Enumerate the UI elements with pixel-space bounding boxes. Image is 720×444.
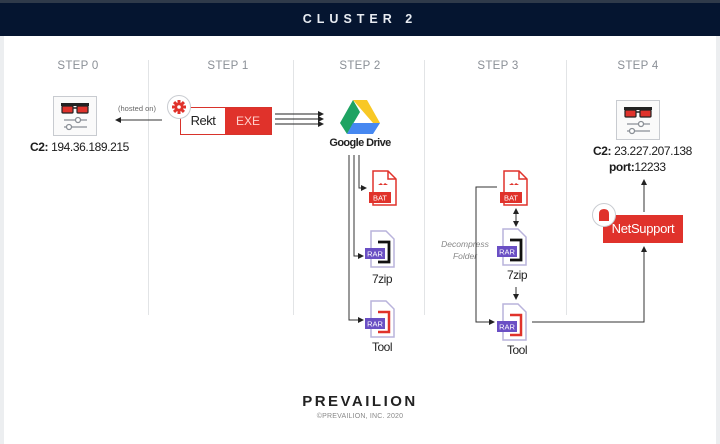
step3-7zip-label: 7zip: [506, 268, 528, 282]
netsupport-node: NetSupport: [603, 215, 683, 243]
port-value: 12233: [634, 160, 666, 174]
c2-ip: 23.227.207.138: [614, 144, 692, 158]
hosted-on-label: (hosted on): [118, 104, 156, 113]
c2-server-icon: [616, 100, 660, 140]
c2-prefix: C2:: [30, 140, 49, 154]
step2-7zip-label: 7zip: [371, 272, 393, 286]
decompress-arrows: [475, 186, 519, 325]
rar-badge: RAR: [499, 248, 515, 257]
column-divider: [293, 60, 294, 315]
tool-to-netsupport-arrow: [532, 246, 647, 323]
step-0-label: STEP 0: [57, 60, 99, 72]
cluster-title: CLUSTER 2: [0, 3, 720, 36]
column-divider: [566, 60, 567, 315]
decompress-folder-annotation: Decompress Folder: [440, 238, 490, 262]
step-4-label: STEP 4: [617, 60, 659, 72]
copyright-text: ©PREVAILION, INC. 2020: [316, 413, 404, 420]
left-margin: [0, 36, 4, 444]
netsupport-logo-icon: [592, 203, 616, 227]
bat-badge: BAT: [373, 194, 387, 203]
rar-badge: RAR: [499, 323, 515, 332]
rar-badge: RAR: [367, 320, 383, 329]
step2-bat-file-icon: BAT: [368, 170, 398, 213]
rekt-exe-node: Rekt EXE: [180, 107, 272, 135]
step-3-label: STEP 3: [477, 60, 519, 72]
google-drive-icon: [340, 99, 380, 135]
rar-badge: RAR: [367, 250, 383, 259]
step2-7zip-file-icon: RAR: [364, 230, 396, 275]
step4-c2-address: C2: 23.227.207.138: [593, 144, 692, 158]
drive-to-files-arrows: [348, 155, 367, 323]
c2-server-icon: [53, 96, 97, 136]
annotation-line-2: Folder: [452, 251, 478, 261]
annotation-line-1: Decompress: [441, 239, 489, 249]
step4-port: port:12233: [609, 160, 666, 174]
exe-tag: EXE: [225, 108, 271, 134]
step0-c2-address: C2: 194.36.189.215: [30, 140, 129, 154]
port-prefix: port:: [609, 160, 635, 174]
column-divider: [148, 60, 149, 315]
step-1-label: STEP 1: [207, 60, 249, 72]
right-margin: [716, 36, 720, 444]
download-arrows: [275, 111, 324, 127]
google-drive-label: Google Drive: [329, 137, 391, 149]
rekt-name: Rekt: [190, 113, 216, 128]
step3-tool-file-icon: RAR: [496, 303, 528, 348]
step2-tool-label: Tool: [371, 340, 393, 354]
prevailion-logo: PREVAILION: [302, 393, 418, 410]
c2-prefix: C2:: [593, 144, 612, 158]
step-2-label: STEP 2: [339, 60, 381, 72]
column-divider: [424, 60, 425, 315]
bat-badge: BAT: [504, 194, 518, 203]
gear-icon: [167, 95, 191, 119]
step2-tool-file-icon: RAR: [364, 300, 396, 345]
step3-7zip-file-icon: RAR: [496, 228, 528, 273]
top-border: [0, 0, 720, 3]
step3-bat-file-icon: BAT: [499, 170, 529, 213]
step3-tool-label: Tool: [506, 343, 528, 357]
c2-ip: 194.36.189.215: [51, 140, 129, 154]
